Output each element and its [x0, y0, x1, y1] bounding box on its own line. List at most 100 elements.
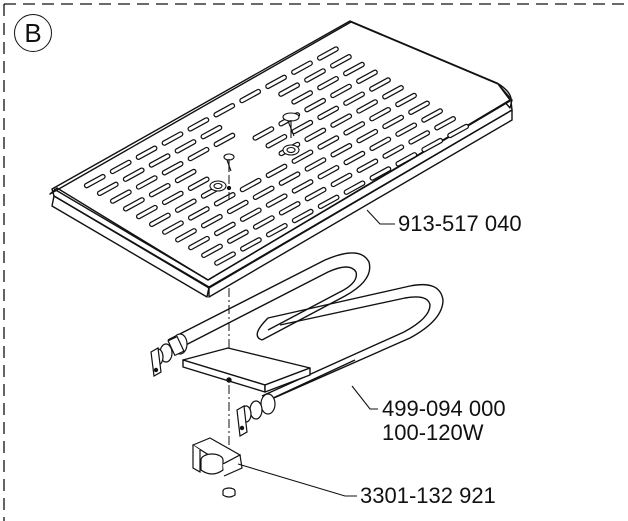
tray-slot-inner	[189, 177, 209, 190]
tray-slot-inner	[98, 182, 118, 195]
tray-slot-inner	[357, 159, 378, 172]
tray-slot-inner	[448, 125, 468, 137]
tray-slot-inner	[344, 122, 364, 135]
tray-slot-inner	[370, 78, 390, 91]
tray-slot-inner	[163, 191, 183, 204]
tray-slot-inner	[331, 84, 351, 97]
tray-slot-inner	[137, 206, 157, 219]
tray-slot-inner	[370, 108, 390, 121]
tray-slot-inner	[331, 144, 351, 157]
tray-slot-inner	[305, 158, 326, 171]
tray-slot-inner	[162, 162, 183, 175]
tray-slot-inner	[240, 179, 261, 191]
tray-slot-inner	[383, 86, 403, 99]
leader-heating-element	[351, 385, 378, 410]
tray-slot-inner	[214, 104, 234, 117]
tray-slot-inner	[331, 114, 351, 127]
tray-slot-inner	[111, 160, 131, 173]
tray-slot-inner	[318, 106, 338, 119]
tray-slot-inner	[150, 213, 170, 226]
leader-lines	[237, 209, 395, 497]
tray-slot-inner	[357, 100, 377, 113]
tray-slot-inner	[279, 83, 299, 96]
tray-slot-inner	[396, 123, 416, 136]
tray-slot-inner	[293, 210, 313, 222]
tray-slot-inner	[188, 118, 209, 131]
tray-slot-inner	[85, 175, 105, 188]
tray-slot-inner	[305, 99, 325, 112]
part-number: 499-094 000	[382, 396, 506, 421]
tray-slot-inner	[318, 77, 338, 90]
tray-slot-inner	[240, 90, 260, 103]
tray-slot-inner	[305, 128, 325, 141]
tray-slot-inner	[344, 92, 364, 105]
tray-slot-inner	[189, 237, 209, 250]
tray-slot-inner	[292, 180, 313, 193]
tray-slot-inner	[150, 184, 170, 197]
tray-slot-inner	[292, 121, 312, 133]
tray-slot-inner	[162, 132, 183, 145]
thermostat	[191, 437, 243, 498]
tray-slot-inner	[124, 168, 144, 181]
tray-slot-inner	[267, 224, 287, 237]
tray-slot-inner	[266, 75, 286, 88]
tray-slot-inner	[357, 130, 377, 143]
tray-slot-inner	[136, 146, 157, 159]
tray-slot-inner	[305, 188, 326, 201]
tray-slot-inner	[201, 126, 222, 139]
tray-slot-inner	[292, 61, 312, 74]
tray-slot-inner	[344, 152, 365, 164]
element-terminal-upper	[150, 333, 188, 377]
dashed-frame	[3, 3, 628, 521]
tray-slot-inner	[280, 202, 300, 215]
tray-slot-inner	[344, 63, 364, 75]
tray-slot-inner	[318, 166, 339, 179]
tray-slot-inner	[318, 47, 338, 60]
tray-slot-inner	[149, 154, 170, 167]
tray-slot-inner	[383, 145, 403, 158]
tray-screws	[209, 112, 300, 192]
tray-slot-inner	[383, 115, 403, 128]
tray-slot-inner	[176, 229, 196, 242]
tray-slot-inner	[188, 148, 209, 161]
tray-slot-inner	[267, 194, 287, 207]
tray-slot-inner	[215, 193, 235, 206]
tray-slot-inner	[254, 216, 274, 229]
callout-tray: 913-517 040	[398, 212, 522, 236]
tray-slot-inner	[344, 181, 365, 194]
tray-slot-inner	[176, 199, 196, 212]
tray-slot-inner	[266, 164, 287, 177]
tray-slot-inner	[175, 140, 196, 153]
tray-slot-inner	[279, 172, 300, 185]
leader-tray	[366, 209, 395, 225]
tray-slot-inner	[292, 150, 313, 163]
tray-slot-inner	[435, 117, 455, 130]
tray-slot-inner	[422, 139, 442, 152]
tray-slot-inner	[214, 133, 235, 146]
tray-plate	[49, 20, 513, 298]
tray-slot-inner	[266, 135, 287, 148]
tray-slot-inner	[228, 201, 248, 213]
tray-slot-inner	[318, 195, 339, 208]
tray-slot-inner	[215, 222, 235, 235]
tray-slot-inner	[163, 221, 183, 234]
tray-slot-inner	[305, 69, 325, 82]
tray-slot-inner	[292, 91, 312, 104]
element-terminal-lower	[236, 393, 276, 437]
section-label: B	[24, 17, 42, 48]
tray-slot-inner	[241, 208, 261, 221]
tray-slot-inner	[422, 109, 442, 122]
tray-slot-inner	[111, 190, 131, 203]
tray-slot-inner	[124, 198, 144, 211]
tray-slot-inner	[228, 230, 248, 243]
tray-slot-inner	[370, 137, 390, 150]
tray-slot-inner	[253, 127, 273, 140]
tray-slot-inner	[202, 244, 222, 257]
part-spec: 100-120W	[382, 420, 484, 445]
tray-slot-inner	[189, 207, 209, 220]
tray-slot-inner	[318, 136, 338, 149]
tray-slots	[83, 46, 470, 266]
part-number: 913-517 040	[398, 211, 522, 236]
tray-slot-inner	[396, 94, 416, 106]
